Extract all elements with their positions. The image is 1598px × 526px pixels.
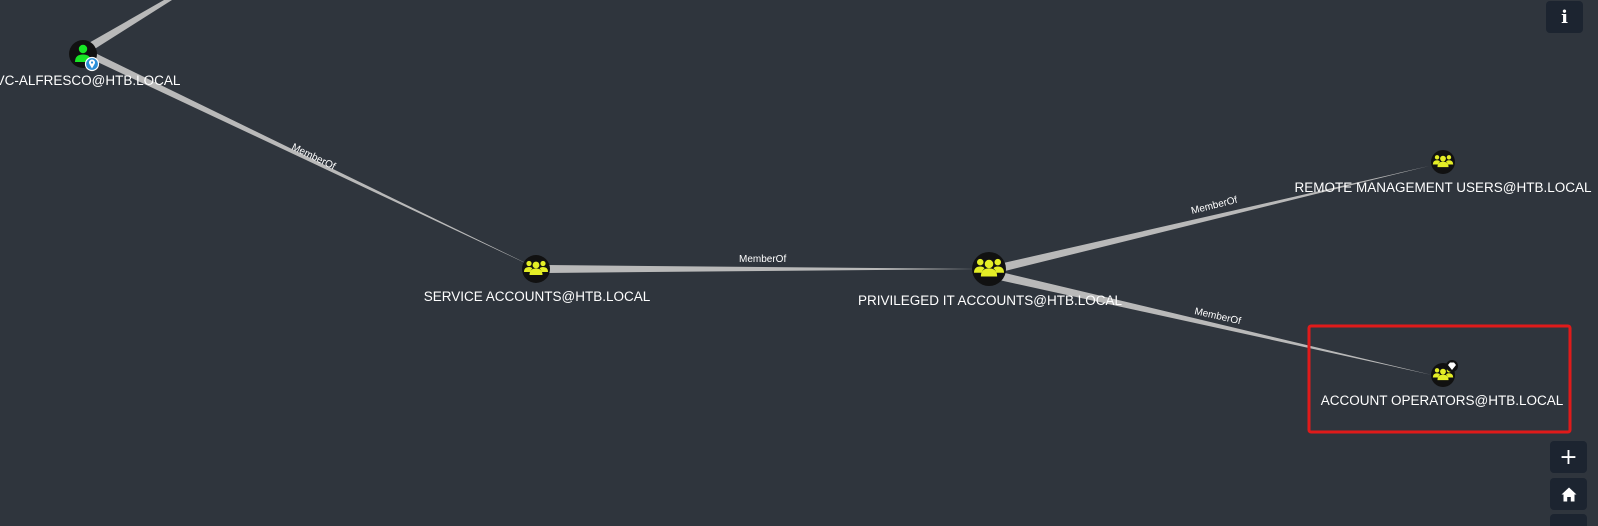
highlight-box: [1307, 324, 1572, 434]
node-label: REMOTE MANAGEMENT USERS@HTB.LOCAL: [1295, 180, 1592, 195]
home-icon: [1561, 487, 1576, 501]
node-label: ACCOUNT OPERATORS@HTB.LOCAL: [1321, 393, 1564, 408]
node-label: VC-ALFRESCO@HTB.LOCAL: [0, 73, 181, 88]
edge-service-accounts-to-privileged-it[interactable]: [547, 265, 978, 273]
node-service-accounts[interactable]: SERVICE ACCOUNTS@HTB.LOCAL: [424, 255, 651, 304]
edge-label: MemberOf: [739, 254, 786, 265]
gem-icon: [1446, 360, 1458, 372]
edge-privileged-it-to-account-operators[interactable]: [999, 272, 1432, 375]
edge-label: MemberOf: [290, 142, 337, 173]
edge-privileged-it-to-remote-mgmt[interactable]: [999, 166, 1429, 272]
zoom-in-button[interactable]: +: [1550, 441, 1587, 473]
node-remote-management-users[interactable]: REMOTE MANAGEMENT USERS@HTB.LOCAL: [1295, 150, 1592, 195]
node-svc-alfresco[interactable]: VC-ALFRESCO@HTB.LOCAL: [0, 40, 181, 88]
location-pin-icon: [84, 56, 100, 72]
node-privileged-it-accounts[interactable]: PRIVILEGED IT ACCOUNTS@HTB.LOCAL: [858, 252, 1123, 308]
home-button[interactable]: [1550, 478, 1587, 510]
zoom-out-button[interactable]: [1550, 514, 1587, 526]
node-account-operators[interactable]: ACCOUNT OPERATORS@HTB.LOCAL: [1321, 360, 1564, 408]
node-label: PRIVILEGED IT ACCOUNTS@HTB.LOCAL: [858, 293, 1123, 308]
info-button[interactable]: i: [1546, 1, 1583, 33]
graph-edges: MemberOf MemberOf MemberOf MemberOf: [87, 0, 1432, 375]
node-label: SERVICE ACCOUNTS@HTB.LOCAL: [424, 289, 651, 304]
edge-offscreen-to-svc-alfresco: [87, 0, 172, 50]
edge-svc-alfresco-to-service-accounts[interactable]: [89, 52, 538, 269]
